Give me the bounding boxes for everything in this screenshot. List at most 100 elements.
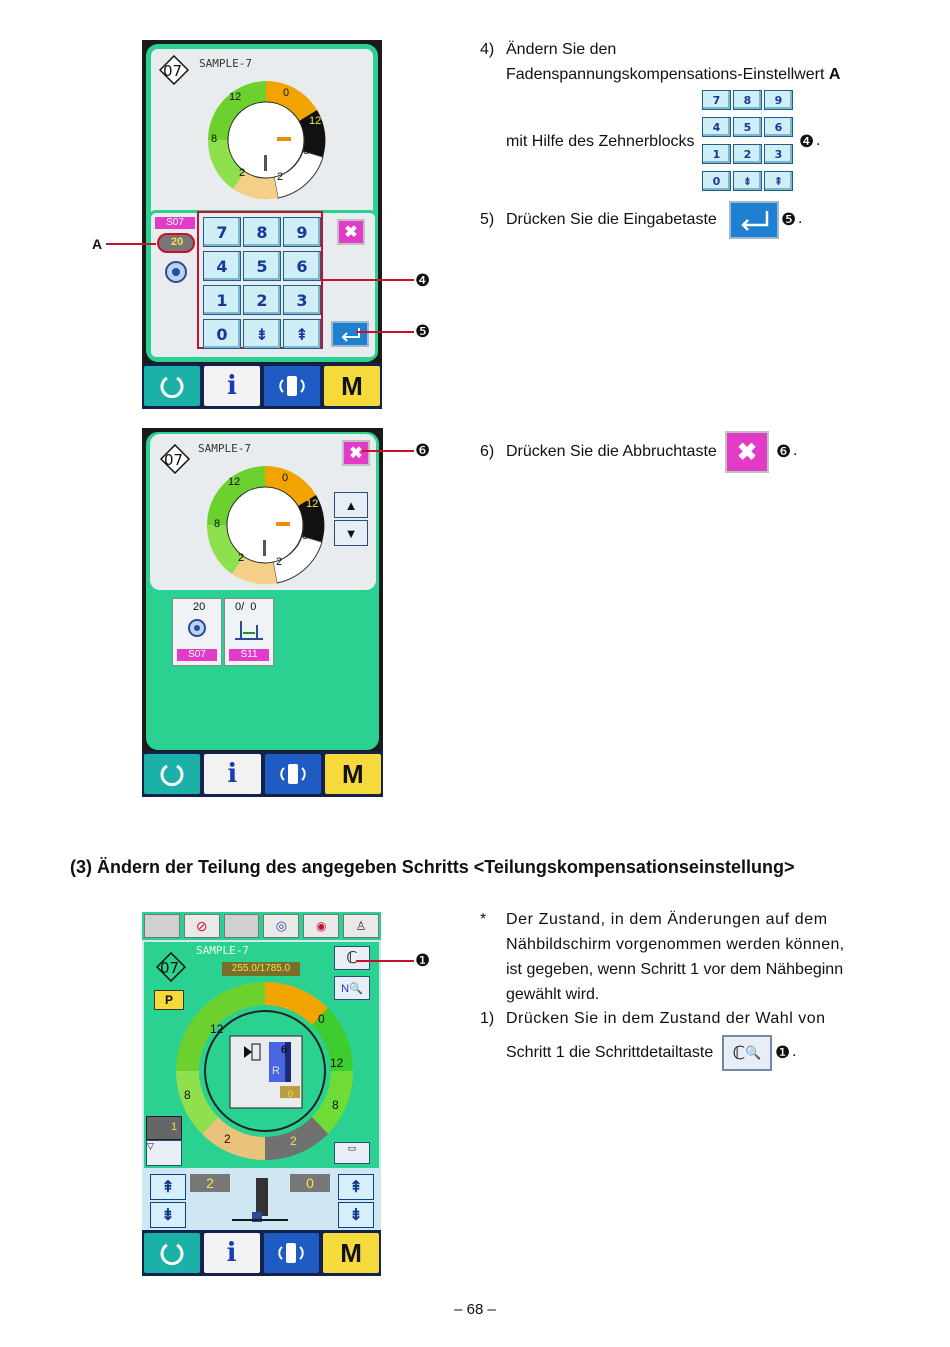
thread-tension-icon [165,261,187,283]
communication-icon [278,1243,305,1263]
pattern-number: 07 [160,959,180,977]
ring-label-0: 0 [318,1012,325,1026]
step1-line2: Schritt 1 die Schrittdetailtaste [506,1044,714,1061]
key-plus[interactable]: ⇞ [283,319,321,349]
bobbin-icon[interactable]: ◉ [303,914,340,938]
right-decrease-button[interactable]: ⇟ [338,1202,374,1228]
value-field[interactable]: 20 [157,233,195,253]
key-2[interactable]: 2 [243,285,281,315]
callout-6: ❻ [415,441,431,460]
tension-icon[interactable]: ◎ [263,914,300,938]
step6-period: . [793,442,798,459]
search-button[interactable]: N🔍 [334,976,370,1000]
callout-line-6 [362,450,414,452]
pattern-number: 07 [163,62,183,80]
left-decrease-button[interactable]: ⇟ [150,1202,186,1228]
key-minus[interactable]: ⇟ [243,319,281,349]
ring-label-2: 8 [211,133,218,145]
mini-key-0: 0 [702,171,731,191]
enter-key-image [729,201,779,239]
top-slot-1[interactable] [144,914,180,938]
left-value: 2 [190,1174,230,1192]
screen-panel-2: 07 SAMPLE-7 0 12 8 2 2 8 12 ✖ ▲ ▼ 20 S07 [142,428,383,797]
key-8[interactable]: 8 [243,217,281,247]
tension-tile[interactable]: 20 S07 [172,598,222,666]
tile-value: 20 [193,601,206,613]
pitch-icon [235,621,263,640]
callout-line-1 [356,960,414,962]
callout-4: ❹ [415,271,431,290]
reset-button[interactable] [144,1233,200,1273]
step4-line2: Fadenspannungskompensations-Einstellwert… [506,62,840,87]
p-button[interactable]: P [154,990,184,1010]
step4-label-a: A [828,66,841,83]
key-9[interactable]: 9 [283,217,321,247]
right-increase-button[interactable]: ⇞ [338,1174,374,1200]
key-7[interactable]: 7 [203,217,241,247]
ring-label-2: 12 [330,1056,344,1070]
communication-button[interactable] [264,754,321,794]
communication-icon [279,764,306,784]
info-button[interactable]: i [204,366,260,406]
top-slot-3[interactable] [223,914,260,938]
ring-label-3: 2 [239,167,246,179]
cancel-button[interactable]: ✖ [337,219,365,245]
communication-button[interactable] [264,366,320,406]
mini-key-1: 1 [702,144,731,164]
step-detail-button[interactable]: ℂ [334,946,370,970]
communication-button[interactable] [263,1233,320,1273]
mode-button[interactable]: M [324,754,381,794]
thread-tension-icon [188,619,206,637]
stitch-counter: 255.0/1785.0 [222,962,300,976]
key-0[interactable]: 0 [203,319,241,349]
reset-button[interactable] [144,754,201,794]
reset-icon [160,1243,184,1266]
cancel-button[interactable]: ✖ [342,440,370,466]
key-3[interactable]: 3 [283,285,321,315]
operator-icon[interactable]: ♙ [343,914,379,938]
info-button[interactable]: i [204,754,261,794]
step5-text: Drücken Sie die Eingabetaste [506,211,717,228]
scroll-down-button[interactable]: ▼ [334,520,368,546]
step4-line3: mit Hilfe des Zehnerblocks [506,133,695,150]
step5-number: 5) [480,211,495,228]
step-select-button[interactable]: ▽ [146,1140,182,1166]
callout-line-a [106,243,156,245]
mode-button[interactable]: M [324,366,380,406]
step1-number: 1) [480,1010,495,1027]
tile-value: 0/ 0 [235,601,257,613]
ring-label-3: 8 [184,1088,191,1102]
mode-button[interactable]: M [323,1233,379,1273]
mini-key-4: 4 [702,117,731,137]
scroll-up-button[interactable]: ▲ [334,492,368,518]
step-detail-key-image: ℂ🔍 [722,1035,772,1071]
pattern-title: SAMPLE-7 [198,442,251,455]
screen-panel-3: ⊘ ◎ ◉ ♙ 07 SAMPLE-7 255.0/1785.0 ℂ N🔍 P [142,912,381,1276]
mini-key-minus: ⇟ [733,171,762,191]
note-star: * [480,911,487,928]
presser-foot-icon [232,1178,288,1222]
key-1[interactable]: 1 [203,285,241,315]
no-thread-icon[interactable]: ⊘ [183,914,220,938]
reset-button[interactable] [144,366,200,406]
mini-key-7: 7 [702,90,731,110]
key-6[interactable]: 6 [283,251,321,281]
key-5[interactable]: 5 [243,251,281,281]
pitch-tile[interactable]: 0/ 0 S11 [224,598,274,666]
bottom-bar: i M [142,363,382,409]
center-r-label: R [272,1065,280,1077]
ring-label-2: 8 [214,518,221,530]
left-increase-button[interactable]: ⇞ [150,1174,186,1200]
ring-label-1: 12 [210,1022,224,1036]
enter-button[interactable] [331,321,369,347]
ruler-button[interactable]: ▭ [334,1142,370,1164]
step1-line1: Drücken Sie in dem Zustand der Wahl von [506,1010,826,1027]
info-button[interactable]: i [203,1233,260,1273]
key-4[interactable]: 4 [203,251,241,281]
section-heading: (3) Ändern der Teilung des angegeben Sch… [70,857,795,877]
ring-label-6: 8 [332,1098,339,1112]
note-line4: gewählt wird. [506,986,600,1003]
pattern-number: 07 [164,451,184,469]
stitch-ring [206,465,325,585]
pattern-number-icon [156,952,186,982]
